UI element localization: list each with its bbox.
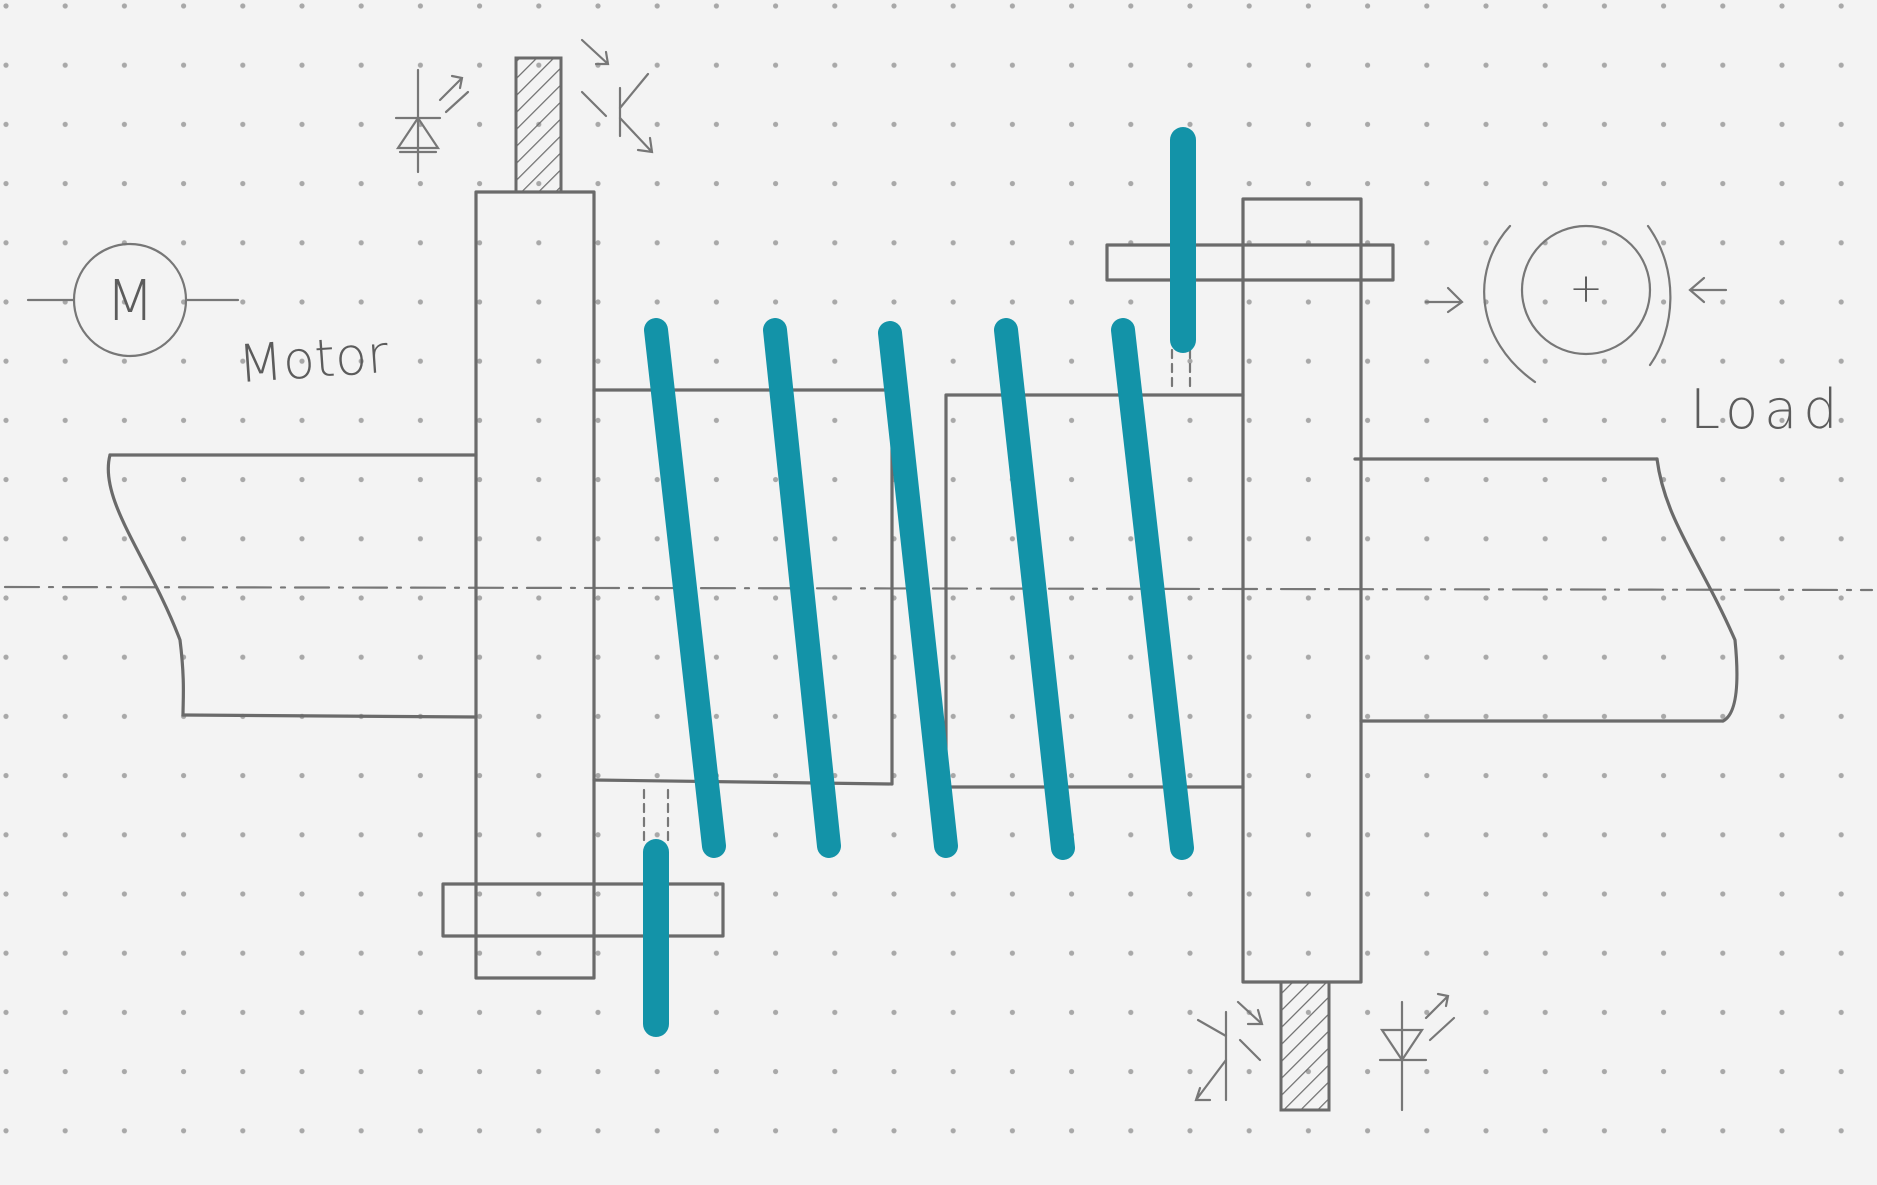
hidden-edges (642, 348, 1192, 842)
left-inner-cylinder (592, 388, 894, 786)
spring-coil (763, 318, 841, 858)
center-axis-line (3, 585, 1874, 592)
spring-coil (644, 318, 726, 858)
led-emitter-icon (1378, 992, 1456, 1112)
left-cross-pin (441, 882, 725, 938)
motor-symbol-label: M (106, 269, 154, 334)
spring-coil (1111, 318, 1194, 860)
torsion-spring (643, 127, 1196, 1037)
motor-label: Motor (236, 325, 391, 395)
spring-coil (994, 318, 1075, 860)
load-label: Load (1690, 378, 1844, 441)
spring-coil (878, 321, 958, 858)
left-encoder-slot (514, 56, 563, 194)
led-emitter-icon (394, 68, 470, 174)
motor-symbol: M (26, 242, 240, 358)
phototransistor-icon (580, 38, 654, 154)
motor-shaft (106, 453, 478, 719)
phototransistor-icon (1194, 1000, 1264, 1102)
load-shaft (1353, 457, 1739, 723)
right-encoder-slot (1279, 980, 1331, 1112)
load-symbol-label: + (1569, 266, 1603, 312)
right-cross-pin (1105, 243, 1395, 282)
right-inner-cylinder (944, 393, 1245, 789)
load-symbol: + (1424, 224, 1728, 384)
